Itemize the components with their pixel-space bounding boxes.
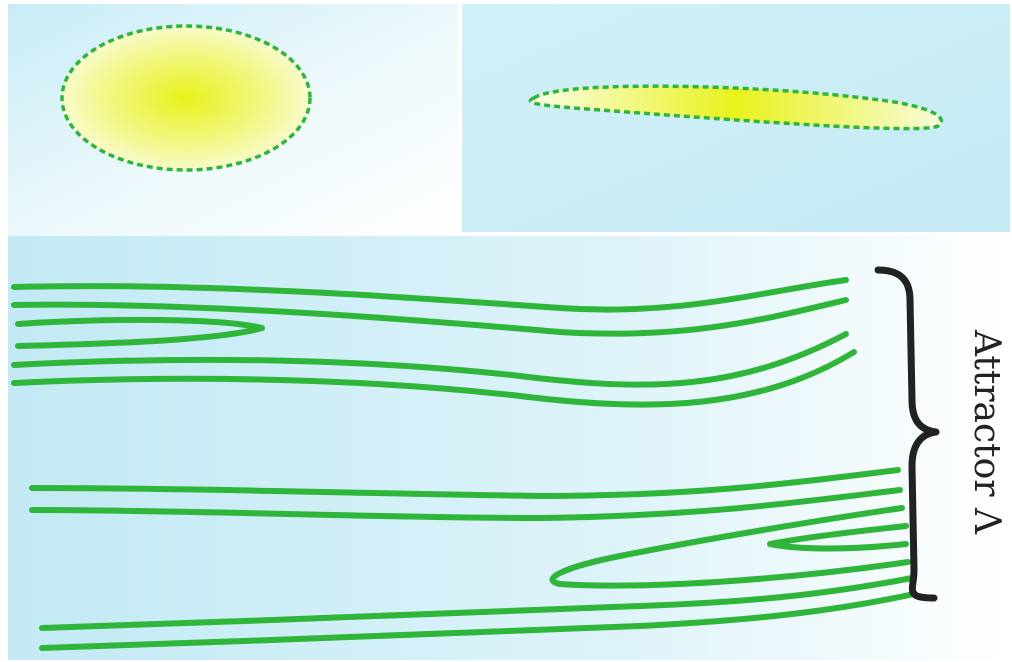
- initial-set-ellipse: [62, 26, 310, 170]
- attractor-label: Attractor Λ: [966, 329, 1007, 535]
- panel-bottom-background: [8, 236, 1010, 660]
